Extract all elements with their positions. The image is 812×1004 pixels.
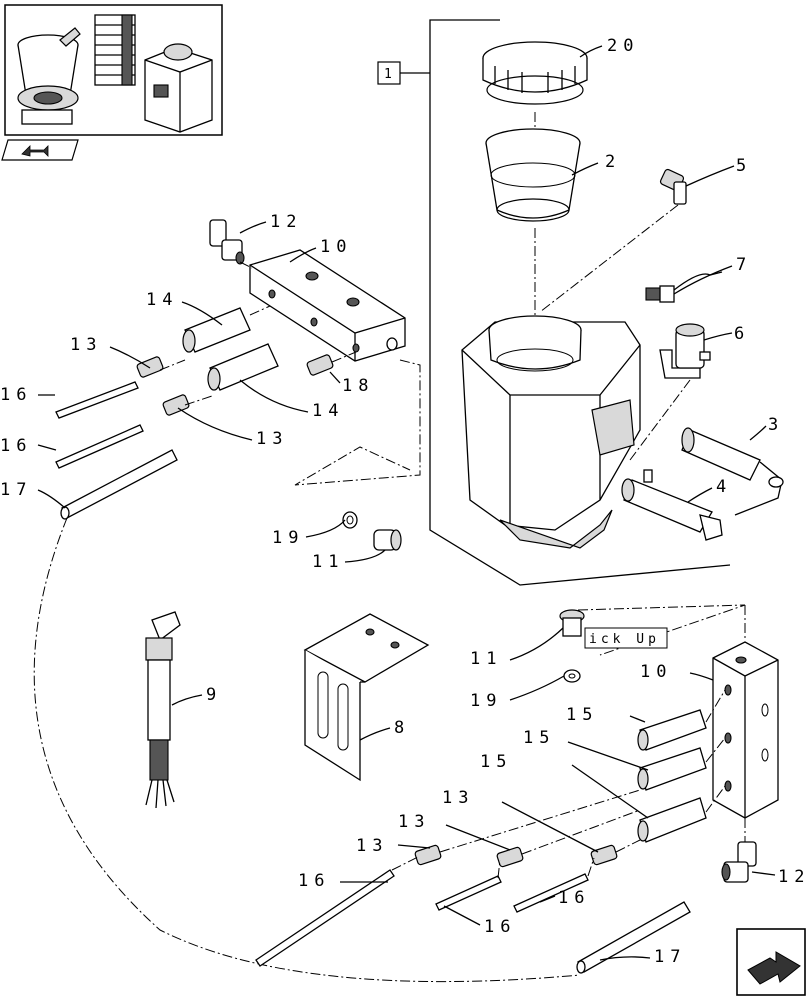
elbow-fitting-12-lower — [721, 841, 757, 883]
fitting-14-lower — [207, 343, 279, 391]
callout-13-c: 13 — [442, 788, 474, 808]
fitting-13-e — [590, 844, 618, 866]
callout-16-lower-b: 16 — [558, 888, 590, 908]
pickup-label: ick Up — [589, 632, 660, 647]
callout-16-upper-a: 16 — [0, 385, 32, 405]
callout-9: 9 — [206, 685, 222, 705]
assembly-bracket — [377, 19, 731, 586]
callout-14-lower: 14 — [312, 401, 344, 421]
hose-assembly-9 — [145, 611, 181, 809]
fitting-15-a — [637, 709, 707, 751]
callout-19-lower: 19 — [470, 691, 502, 711]
tube-16-lower-c — [513, 873, 589, 913]
callout-14-upper: 14 — [146, 290, 178, 310]
callout-7: 7 — [736, 255, 752, 275]
washer-19-upper — [342, 511, 358, 529]
callout-11-lower: 11 — [470, 649, 502, 669]
fitting-13-upper — [136, 356, 164, 378]
callout-13-lower: 13 — [256, 429, 288, 449]
elbow-fitting-12-upper — [209, 219, 245, 265]
callout-3: 3 — [768, 415, 784, 435]
callout-17-lower: 17 — [654, 947, 686, 967]
callout-16-lower-a: 16 — [298, 871, 330, 891]
pickup-label-box — [584, 627, 668, 649]
fitting-13-c — [414, 844, 442, 866]
callout-15-a: 15 — [566, 705, 598, 725]
callout-19-upper: 19 — [272, 528, 304, 548]
fitting-15-b — [637, 747, 707, 791]
callout-5: 5 — [736, 156, 752, 176]
callout-10-lower: 10 — [640, 662, 672, 682]
bowl-part — [485, 128, 581, 222]
callout-15-b: 15 — [523, 728, 555, 748]
solenoid-valve-6 — [659, 323, 711, 379]
callout-18: 18 — [342, 376, 374, 396]
tube-17-upper — [60, 449, 178, 520]
bracket-8 — [303, 613, 430, 782]
callout-6: 6 — [734, 324, 750, 344]
callout-11-upper: 11 — [312, 552, 344, 572]
callout-10-upper: 10 — [320, 237, 352, 257]
manifold-upper-10 — [249, 249, 406, 362]
next-page-arrow-icon[interactable] — [736, 928, 806, 996]
elbow-fitting-5 — [659, 168, 687, 205]
callout-16-lower-c: 16 — [484, 917, 516, 937]
assembly-thumbnail-icon[interactable] — [4, 4, 223, 136]
callout-4: 4 — [716, 477, 732, 497]
plug-11-lower — [559, 609, 585, 637]
callout-13-d: 13 — [398, 812, 430, 832]
leader-lines — [37, 45, 776, 961]
manifold-lower-10 — [712, 641, 779, 819]
tube-16-lower-a — [255, 869, 395, 967]
fitting-18 — [306, 354, 334, 376]
reservoir-part — [461, 315, 641, 549]
fitting-13-d — [496, 846, 524, 868]
callout-2: 2 — [605, 152, 621, 172]
callout-8: 8 — [394, 718, 410, 738]
washer-19-lower — [563, 669, 581, 683]
callout-15-c: 15 — [480, 752, 512, 772]
callout-20: 20 — [607, 36, 639, 56]
tube-16-upper-b — [55, 424, 144, 469]
callout-labels: 20 2 5 7 6 3 4 1 12 10 14 13 16 18 14 16… — [0, 36, 810, 967]
tube-16-lower-b — [435, 875, 502, 911]
filter-part-3 — [681, 427, 784, 516]
tube-16-upper-a — [55, 381, 139, 419]
cap-part — [482, 41, 588, 105]
fitting-15-c — [637, 797, 707, 843]
callout-13-e: 13 — [356, 836, 388, 856]
tube-17-lower — [576, 901, 691, 974]
callout-13-upper: 13 — [70, 335, 102, 355]
fitting-14-upper — [182, 307, 251, 353]
pump-part-4 — [621, 469, 723, 541]
back-arrow-icon[interactable] — [1, 139, 79, 161]
callout-16-upper-b: 16 — [0, 436, 32, 456]
fitting-13-lower — [162, 394, 190, 416]
callout-12-upper: 12 — [270, 212, 302, 232]
callout-17-upper: 17 — [0, 480, 32, 500]
sensor-part-7 — [645, 271, 723, 303]
callout-1: 1 — [384, 67, 392, 82]
plug-11-upper — [373, 529, 402, 551]
callout-12-lower: 12 — [778, 867, 810, 887]
